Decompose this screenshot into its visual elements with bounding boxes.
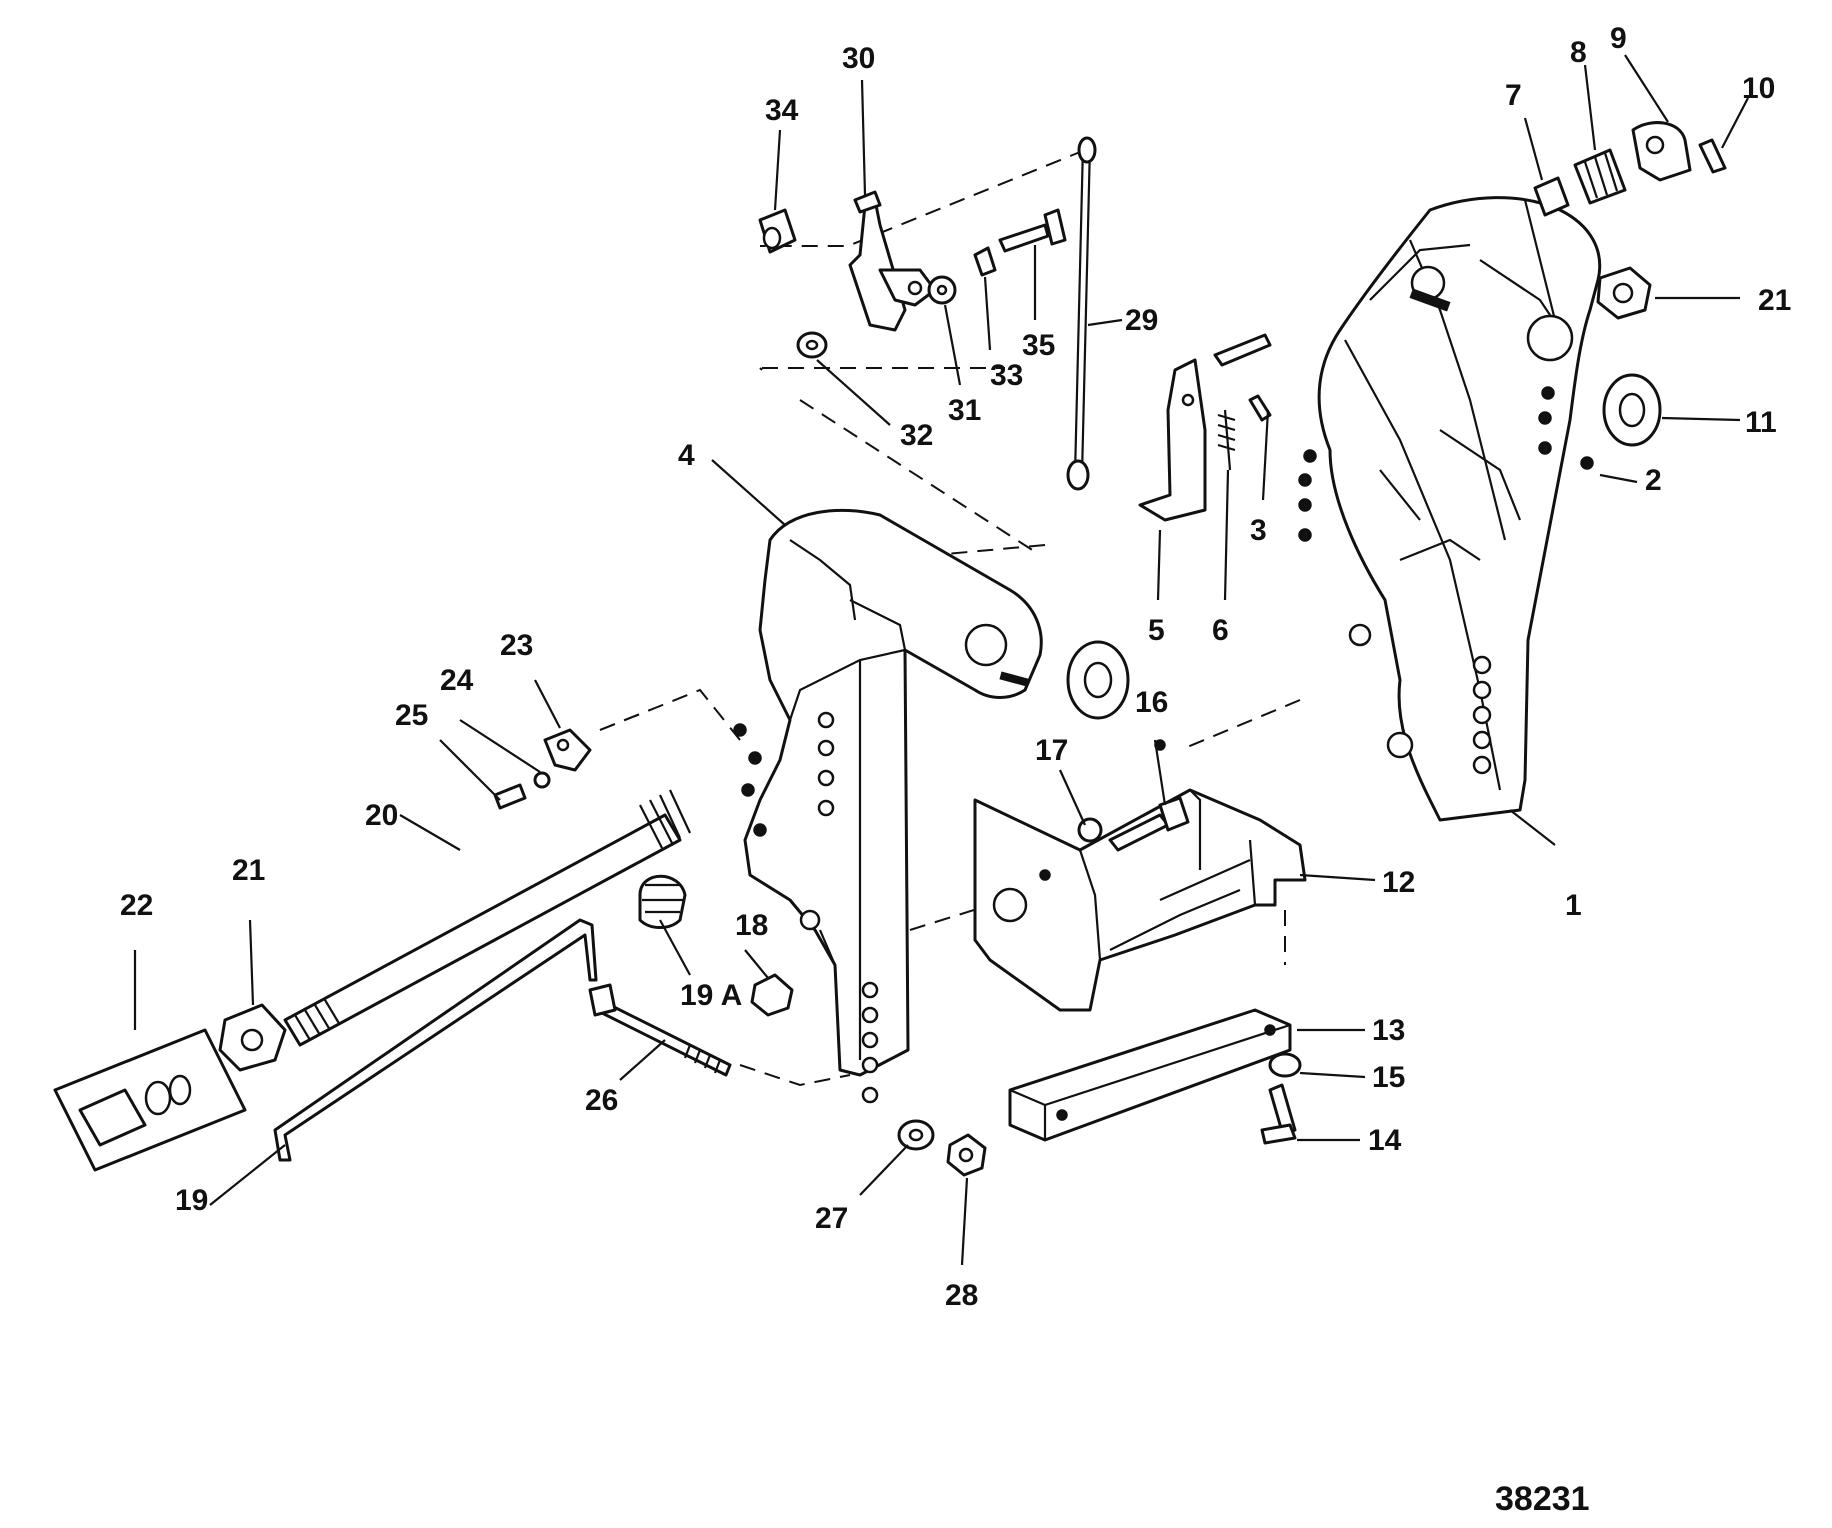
callout-2: 2 <box>1645 464 1662 497</box>
callout-6: 6 <box>1212 614 1229 647</box>
callout-26: 26 <box>585 1084 618 1117</box>
callout-8: 8 <box>1570 36 1587 69</box>
callout-22: 22 <box>120 889 153 922</box>
tilt-tube <box>283 789 691 1047</box>
callout-24: 24 <box>440 664 474 697</box>
callout-20: 20 <box>365 799 398 832</box>
callout-33: 33 <box>990 359 1023 392</box>
right-clamp-bracket <box>1298 196 1602 822</box>
callout-31: 31 <box>948 394 981 427</box>
upper-linkage-parts <box>758 136 1097 491</box>
callout-1: 1 <box>1565 889 1582 922</box>
callout-9: 9 <box>1610 22 1627 55</box>
figure-number: 38231 <box>1495 1480 1590 1518</box>
base-plate <box>1008 1008 1292 1142</box>
callout-25: 25 <box>395 699 428 732</box>
tilt-tube-threads-left <box>284 999 341 1046</box>
callout-21-left: 21 <box>232 854 265 887</box>
callout-7: 7 <box>1505 79 1522 112</box>
callout-3: 3 <box>1250 514 1267 547</box>
callout-5: 5 <box>1148 614 1165 647</box>
tilt-lock-rod <box>273 918 598 1162</box>
tilt-block <box>973 739 1307 1012</box>
left-clamp-bracket <box>733 508 1043 1104</box>
callout-10: 10 <box>1742 72 1775 105</box>
tilt-tube-threads-right <box>639 789 691 849</box>
callout-30: 30 <box>842 42 875 75</box>
callout-19a: 19 A <box>680 979 742 1012</box>
callout-19: 19 <box>175 1184 208 1217</box>
callout-14: 14 <box>1368 1124 1402 1157</box>
callout-4: 4 <box>678 439 695 472</box>
callout-15: 15 <box>1372 1061 1405 1094</box>
callout-17: 17 <box>1035 734 1068 767</box>
callout-27: 27 <box>815 1202 848 1235</box>
callout-21-right: 21 <box>1758 284 1791 317</box>
callout-23: 23 <box>500 629 533 662</box>
nut-kit-box <box>53 1028 247 1172</box>
callout-11: 11 <box>1745 406 1777 439</box>
callout-16: 16 <box>1135 686 1168 719</box>
callout-18: 18 <box>735 909 768 942</box>
callout-13: 13 <box>1372 1014 1405 1047</box>
callout-32: 32 <box>900 419 933 452</box>
callout-29: 29 <box>1125 304 1158 337</box>
callout-34: 34 <box>765 94 799 127</box>
callout-leaders <box>133 54 1749 1266</box>
callout-labels: 1 2 3 4 5 6 7 8 9 10 11 12 13 14 15 16 1… <box>120 22 1791 1312</box>
callout-12: 12 <box>1382 866 1415 899</box>
callout-35: 35 <box>1022 329 1055 362</box>
callout-28: 28 <box>945 1279 978 1312</box>
hardware-parts <box>218 121 1727 1177</box>
